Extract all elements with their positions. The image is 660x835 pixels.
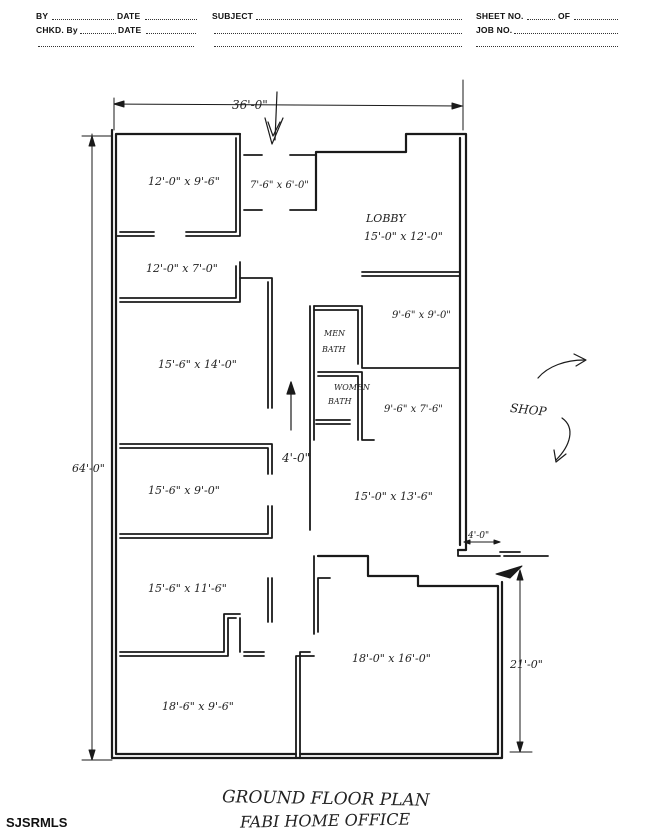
room-8-label: 15'-0" x 13'-6" <box>354 490 433 503</box>
blank-field-line-2 <box>214 46 462 47</box>
men-bath-label-2: BATH <box>321 345 347 354</box>
overall-width-text: 36'-0" <box>232 98 268 112</box>
offset-text: 4'-0" <box>467 531 489 541</box>
lobby-label: LOBBY <box>365 212 407 225</box>
offset-dimension <box>463 539 501 545</box>
lobby-dimension: 15'-0" x 12'-0" <box>364 230 443 243</box>
title-line-2: FABI HOME OFFICE <box>239 810 411 832</box>
room-4-label: 9'-6" x 9'-0" <box>392 310 451 321</box>
men-bath-label-1: MEN <box>323 329 346 338</box>
of-label: OF <box>558 11 571 21</box>
women-bath-label-1: WOMEN <box>334 383 371 392</box>
room-10-label: 18'-0" x 16'-0" <box>352 652 431 665</box>
chkd-by-label: CHKD. By <box>36 25 78 35</box>
shop-label: SHOP <box>509 401 548 419</box>
room-2-label: 7'-6" x 6'-0" <box>250 180 309 191</box>
blank-field-line-1 <box>38 46 194 47</box>
room-labels: 12'-0" x 9'-6" 7'-6" x 6'-0" LOBBY 15'-0… <box>146 175 451 713</box>
room-9-label: 15'-6" x 11'-6" <box>148 582 227 595</box>
interior-walls <box>115 133 549 759</box>
sheet-no-field-line <box>527 19 555 20</box>
room-6-label: 9'-6" x 7'-6" <box>384 404 443 415</box>
date2-label: DATE <box>118 25 142 35</box>
subject-field-line <box>256 19 462 20</box>
of-field-line <box>574 19 618 20</box>
entry-arrow <box>264 91 284 145</box>
outer-walls <box>110 128 504 760</box>
length-dimension <box>81 133 113 761</box>
date2-field-line <box>146 33 196 34</box>
mls-watermark: SJSRMLS <box>6 815 68 830</box>
plan-title: GROUND FLOOR PLAN FABI HOME OFFICE <box>222 787 431 831</box>
room-1-label: 12'-0" x 9'-6" <box>148 175 220 188</box>
side-entry-arrow <box>495 565 523 579</box>
dimension-labels: 36'-0" 64'-0" 21'-0" 4'-0" 4'-0" <box>72 98 543 671</box>
room-3-label: 12'-0" x 7'-0" <box>146 262 218 275</box>
rear-length-text: 21'-0" <box>509 658 543 671</box>
by-field-line <box>52 19 114 20</box>
title-line-1: GROUND FLOOR PLAN <box>222 787 431 811</box>
subject-field-line-2 <box>214 33 462 34</box>
women-bath-label-2: BATH <box>327 397 353 406</box>
width-dimension <box>113 79 464 131</box>
room-11-label: 18'-6" x 9'-6" <box>162 700 234 713</box>
date-label: DATE <box>117 11 141 21</box>
sheet-no-label: SHEET NO. <box>476 11 524 21</box>
subject-label: SUBJECT <box>212 11 254 21</box>
rear-length-dimension <box>509 569 533 753</box>
job-no-label: JOB NO. <box>476 25 513 35</box>
overall-length-text: 64'-0" <box>72 462 105 475</box>
date-field-line <box>145 19 197 20</box>
hall-width-text: 4'-0" <box>281 451 310 465</box>
by-label: BY <box>36 11 49 21</box>
job-no-field-line <box>514 33 618 34</box>
room-7-label: 15'-6" x 9'-0" <box>148 484 220 497</box>
blank-field-line-3 <box>476 46 618 47</box>
chkd-by-field-line <box>80 33 116 34</box>
shop-arrows <box>537 353 587 463</box>
corridor-arrow <box>286 381 296 431</box>
room-5-label: 15'-6" x 14'-0" <box>158 358 237 371</box>
